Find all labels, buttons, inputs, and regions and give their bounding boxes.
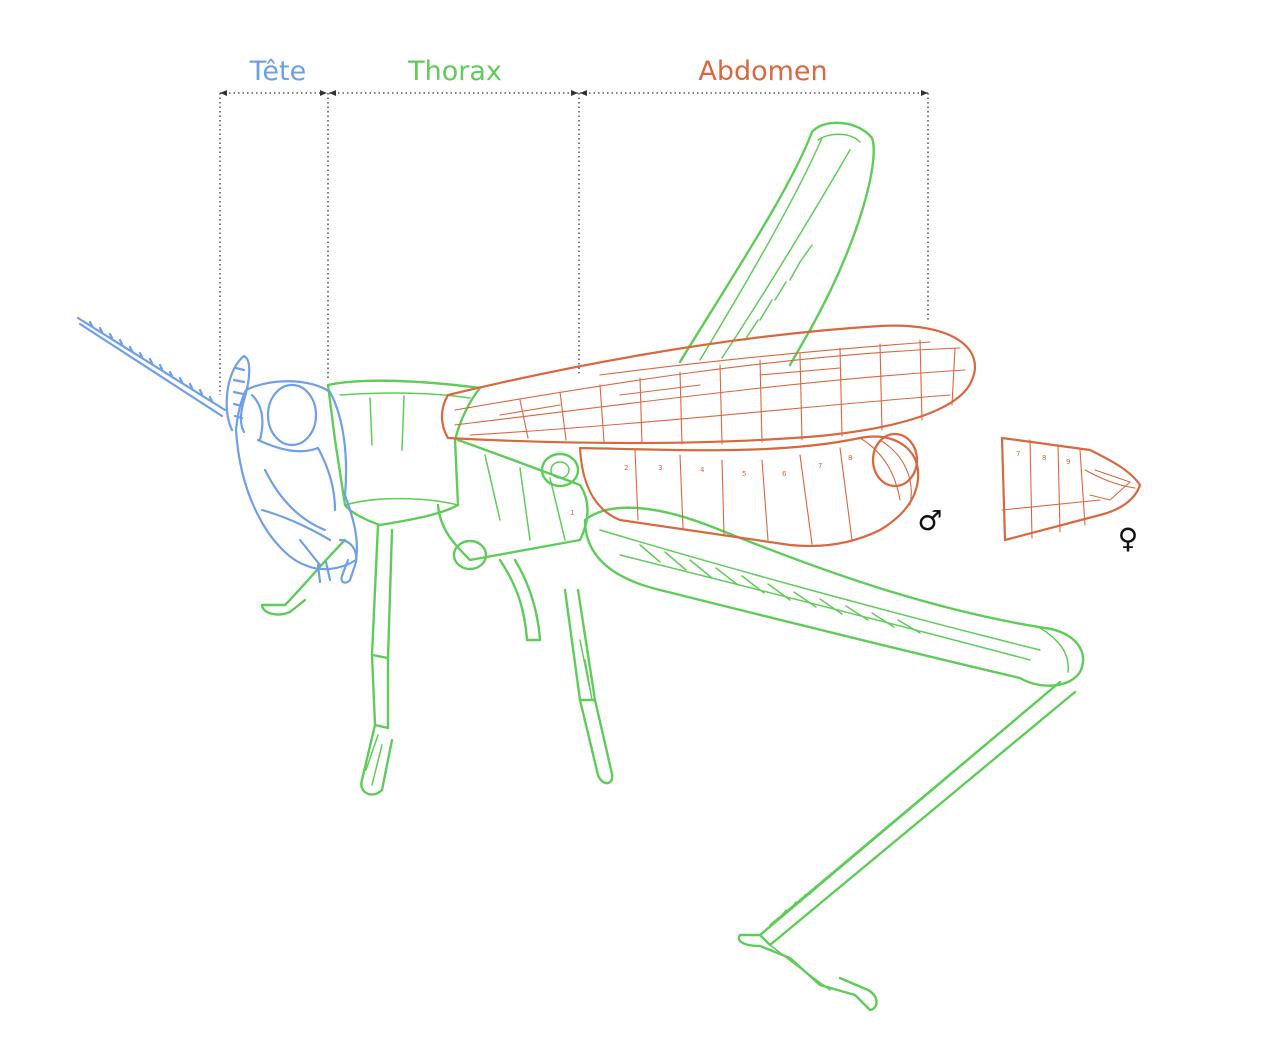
arrowhead [921, 90, 928, 96]
arrowhead [580, 90, 587, 96]
dimension-brackets [220, 90, 928, 395]
male-abdomen-body [580, 437, 918, 546]
abdomen-segment-number: 1 [570, 509, 574, 517]
abdomen-segment-number: 8 [848, 454, 852, 462]
abdomen: 1 2 3 4 5 6 7 8 7 8 9 [442, 326, 1140, 546]
abdomen-segment-number: 7 [1016, 450, 1020, 458]
abdomen-segment-number: 7 [818, 462, 822, 470]
mesothorax [438, 440, 588, 560]
abdomen-segment-number: 9 [1066, 458, 1070, 466]
middle-leg [500, 560, 612, 783]
male-symbol: ♂ [917, 504, 942, 537]
abdomen-segment-number: 8 [1042, 454, 1046, 462]
abdomen-segment-number: 6 [782, 470, 787, 478]
hind-tibia [739, 682, 1075, 1010]
head-capsule [236, 381, 357, 569]
antenna [78, 318, 225, 416]
abdomen-segment-number: 2 [624, 464, 628, 472]
hind-femur [585, 508, 1083, 686]
arrowhead [220, 90, 227, 96]
thorax-label: Thorax [407, 56, 502, 87]
thorax-and-legs [262, 123, 1083, 1010]
forewing [442, 326, 975, 444]
female-symbol: ♀ [1118, 522, 1139, 555]
abdomen-label: Abdomen [698, 56, 827, 87]
abdomen-segment-number: 5 [742, 470, 746, 478]
abdomen-segment-number: 4 [700, 466, 705, 474]
arrowhead [571, 90, 578, 96]
head-label: Tête [249, 56, 307, 87]
arrowhead [329, 90, 336, 96]
abdomen-segment-number: 3 [658, 464, 662, 472]
arrowhead [320, 90, 327, 96]
head [78, 318, 357, 583]
